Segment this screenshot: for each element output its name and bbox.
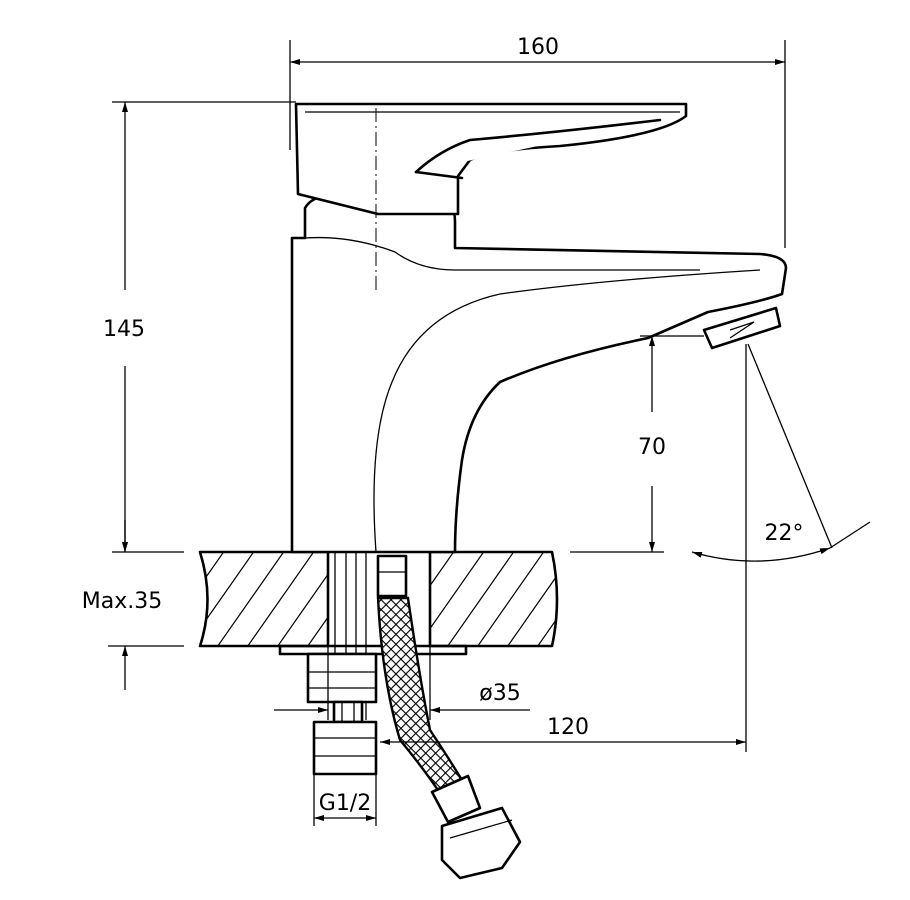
dimension-hole-diameter: ø35 <box>274 646 530 720</box>
dimension-spout-height: 70 <box>570 335 704 553</box>
countertop-slab <box>198 550 559 656</box>
slab-left-hatch <box>200 552 328 646</box>
dimension-reach: 120 <box>380 344 747 752</box>
dimension-label-thread: G1/2 <box>319 791 371 816</box>
dimension-label-height: 145 <box>103 317 145 342</box>
dimension-max-thickness: Max.35 <box>82 520 184 690</box>
dimension-label-angle: 22° <box>765 521 804 546</box>
flexible-hose <box>376 554 522 880</box>
mounting-stud <box>306 552 378 776</box>
dimension-label-width: 160 <box>517 35 559 60</box>
dimension-angle: 22° <box>691 343 871 562</box>
dimension-height: 145 <box>103 101 296 553</box>
dimension-label-hole-diameter: ø35 <box>479 681 520 706</box>
dimension-label-max-thickness: Max.35 <box>82 589 162 614</box>
slab-right-hatch <box>430 552 557 646</box>
dimension-width: 160 <box>289 35 786 248</box>
faucet-body <box>290 102 788 554</box>
dimension-label-spout-height: 70 <box>638 435 666 460</box>
dimension-label-reach: 120 <box>547 715 589 740</box>
dimension-thread: G1/2 <box>313 774 377 826</box>
